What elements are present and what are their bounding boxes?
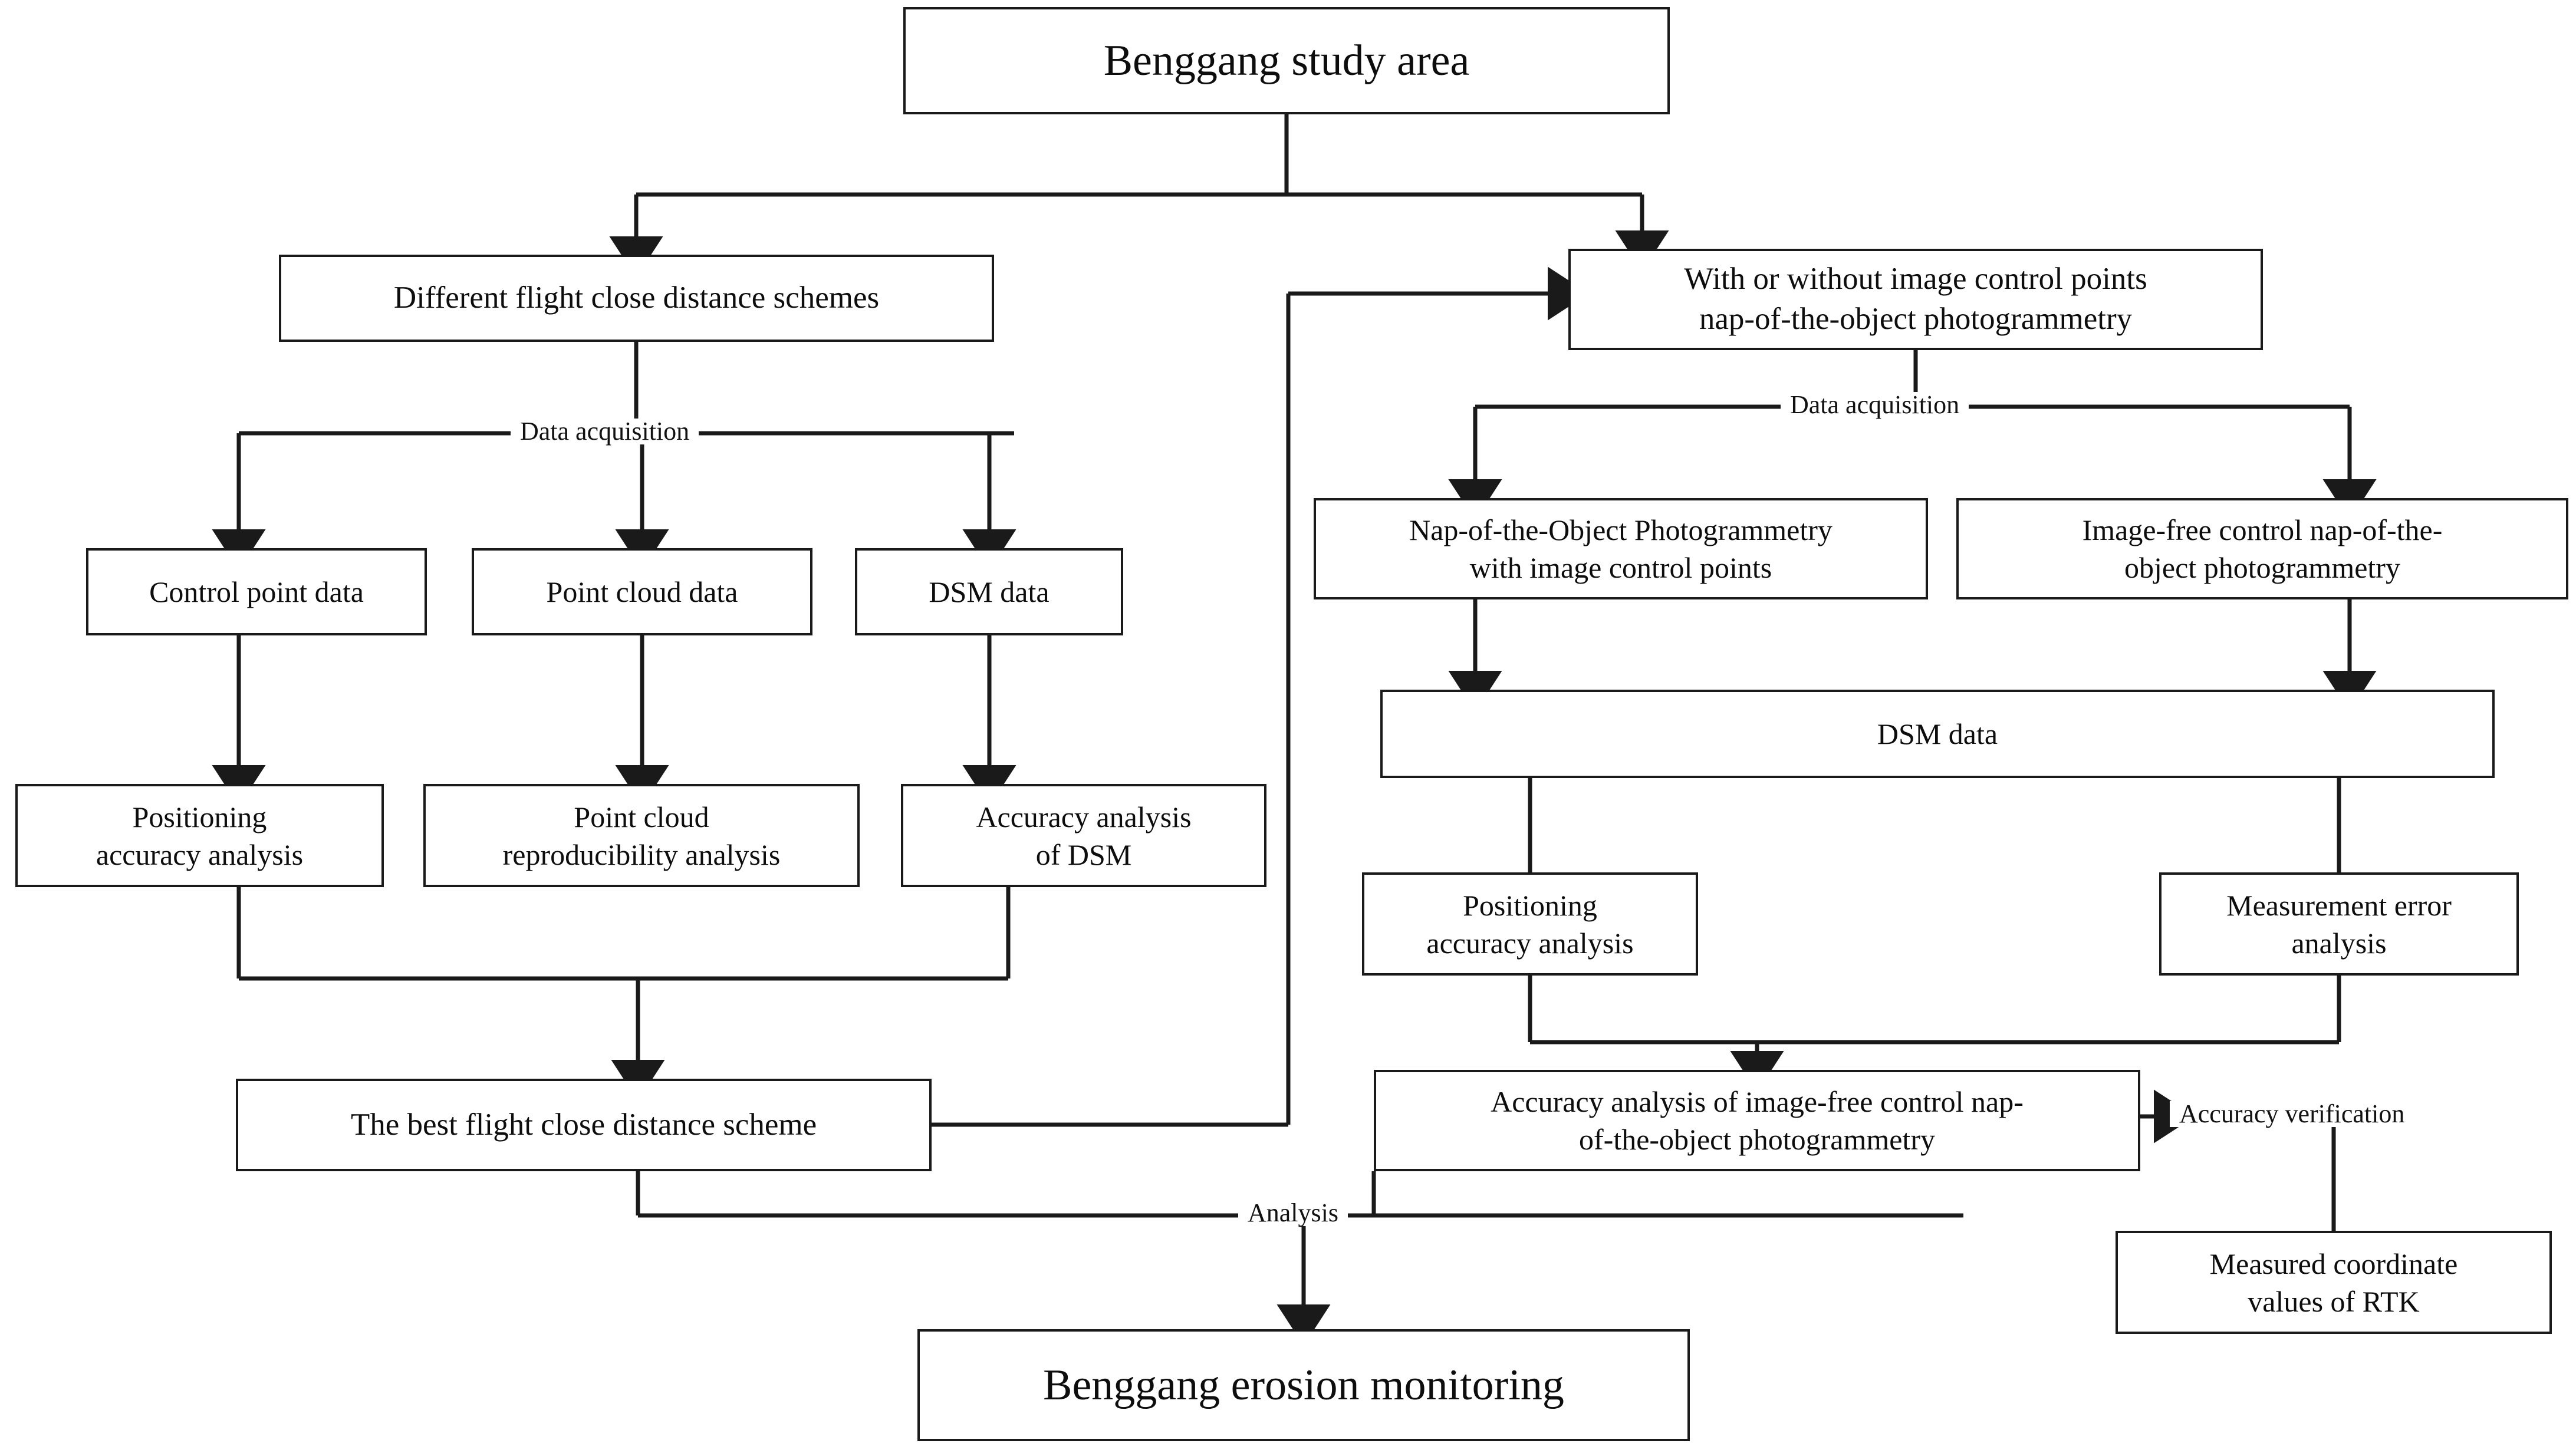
edge-label-data-acquisition-left-text: Data acquisition — [520, 417, 690, 446]
node-positioning-accuracy-right[interactable]: Positioning accuracy analysis — [1362, 872, 1698, 976]
node-dsm-data-left-label: DSM data — [929, 575, 1050, 608]
node-accuracy-analysis-of-dsm-label: Accuracy analysis of DSM — [976, 800, 1192, 871]
node-benggang-erosion-monitoring-label: Benggang erosion monitoring — [1043, 1360, 1564, 1409]
node-positioning-accuracy-left-label: Positioning accuracy analysis — [96, 800, 304, 871]
node-nap-with-image-control-points[interactable]: Nap-of-the-Object Photogrammetry with im… — [1314, 498, 1928, 599]
node-root-label: Benggang study area — [1103, 36, 1470, 85]
node-image-free-control-nap-label: Image-free control nap-of-the- object ph… — [2082, 513, 2443, 584]
edge-label-data-acquisition-left: Data acquisition — [511, 419, 699, 444]
edge-label-analysis-text: Analysis — [1248, 1198, 1338, 1227]
node-image-free-control-nap[interactable]: Image-free control nap-of-the- object ph… — [1956, 498, 2568, 599]
node-benggang-erosion-monitoring[interactable]: Benggang erosion monitoring — [917, 1329, 1690, 1441]
edge-label-accuracy-verification-text: Accuracy verification — [2179, 1099, 2405, 1128]
node-with-without-icp[interactable]: With or without image control points nap… — [1568, 249, 2263, 350]
node-accuracy-analysis-image-free-label: Accuracy analysis of image-free control … — [1491, 1085, 2024, 1156]
node-point-cloud-reproducibility-label: Point cloud reproducibility analysis — [502, 800, 781, 871]
node-nap-with-image-control-points-label: Nap-of-the-Object Photogrammetry with im… — [1409, 513, 1833, 584]
node-flight-schemes[interactable]: Different flight close distance schemes — [279, 255, 994, 342]
node-measured-coordinate-rtk[interactable]: Measured coordinate values of RTK — [2116, 1231, 2552, 1334]
node-positioning-accuracy-right-label: Positioning accuracy analysis — [1426, 888, 1634, 960]
node-best-flight-scheme[interactable]: The best flight close distance scheme — [236, 1079, 932, 1171]
edge-label-data-acquisition-right-text: Data acquisition — [1790, 390, 1960, 419]
node-dsm-data-left[interactable]: DSM data — [855, 548, 1123, 635]
node-control-point-data-label: Control point data — [149, 575, 364, 608]
node-positioning-accuracy-left[interactable]: Positioning accuracy analysis — [15, 784, 384, 887]
node-with-without-icp-label: With or without image control points nap… — [1684, 262, 2147, 336]
node-point-cloud-data[interactable]: Point cloud data — [472, 548, 812, 635]
node-accuracy-analysis-of-dsm[interactable]: Accuracy analysis of DSM — [901, 784, 1266, 887]
node-dsm-data-right[interactable]: DSM data — [1380, 690, 2495, 778]
node-flight-schemes-label: Different flight close distance schemes — [393, 281, 880, 315]
edge-label-data-acquisition-right: Data acquisition — [1781, 392, 1969, 418]
node-dsm-data-right-label: DSM data — [1877, 717, 1998, 750]
node-control-point-data[interactable]: Control point data — [86, 548, 427, 635]
edge-label-accuracy-verification: Accuracy verification — [2170, 1101, 2414, 1127]
node-measured-coordinate-rtk-label: Measured coordinate values of RTK — [2209, 1247, 2458, 1318]
edge-label-analysis: Analysis — [1238, 1200, 1348, 1226]
node-point-cloud-reproducibility[interactable]: Point cloud reproducibility analysis — [423, 784, 860, 887]
node-measurement-error-analysis-label: Measurement error analysis — [2226, 888, 2452, 960]
node-point-cloud-data-label: Point cloud data — [546, 575, 738, 608]
node-root[interactable]: Benggang study area — [903, 7, 1670, 114]
node-measurement-error-analysis[interactable]: Measurement error analysis — [2159, 872, 2519, 976]
node-accuracy-analysis-image-free[interactable]: Accuracy analysis of image-free control … — [1374, 1070, 2140, 1171]
node-best-flight-scheme-label: The best flight close distance scheme — [350, 1107, 817, 1142]
